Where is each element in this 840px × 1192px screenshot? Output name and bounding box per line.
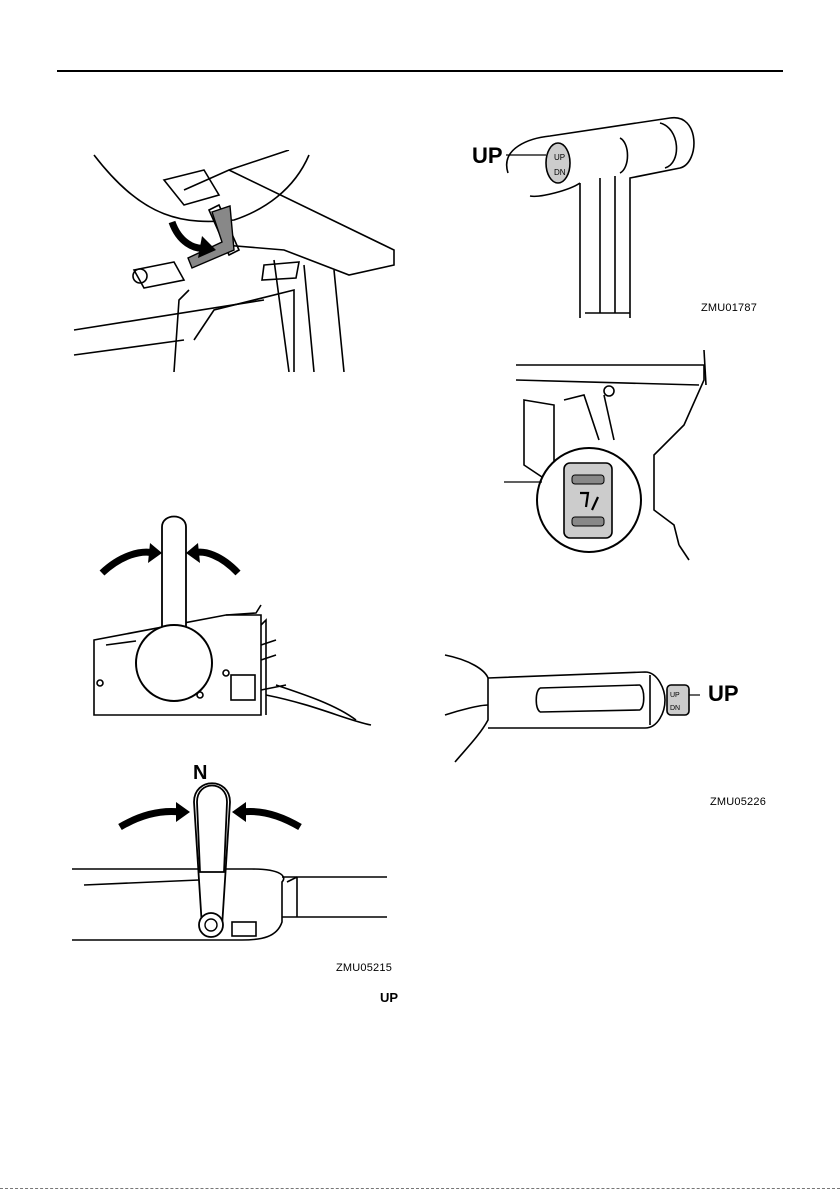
tiller-handle-up-label: UP [708,681,739,707]
cowling-tilt-switch-figure [504,345,714,570]
side-mount-remote-up-label: UP [380,990,398,1005]
tilt-handle-up-label: UP [472,143,503,169]
tilt-handle-figure-code: ZMU01787 [701,302,757,314]
tiller-handle-figure-code: ZMU05226 [710,796,766,808]
header-rule [57,70,783,72]
remote-control-neutral-figure [72,782,392,947]
tiller-handle-up-button-label: UP [670,692,680,699]
side-mount-remote-figure-code: ZMU05215 [336,962,392,974]
page-bottom-edge [0,1188,840,1189]
tilt-support-lever-figure [64,150,396,372]
tiller-handle-figure: UP DN [440,650,700,765]
tilt-handle-up-button-label: UP [554,153,565,162]
tilt-handle-dn-button-label: DN [554,168,566,177]
tilt-handle-figure: UP DN [470,108,700,323]
side-mount-remote-figure [86,515,376,730]
tiller-handle-dn-button-label: DN [670,705,680,712]
